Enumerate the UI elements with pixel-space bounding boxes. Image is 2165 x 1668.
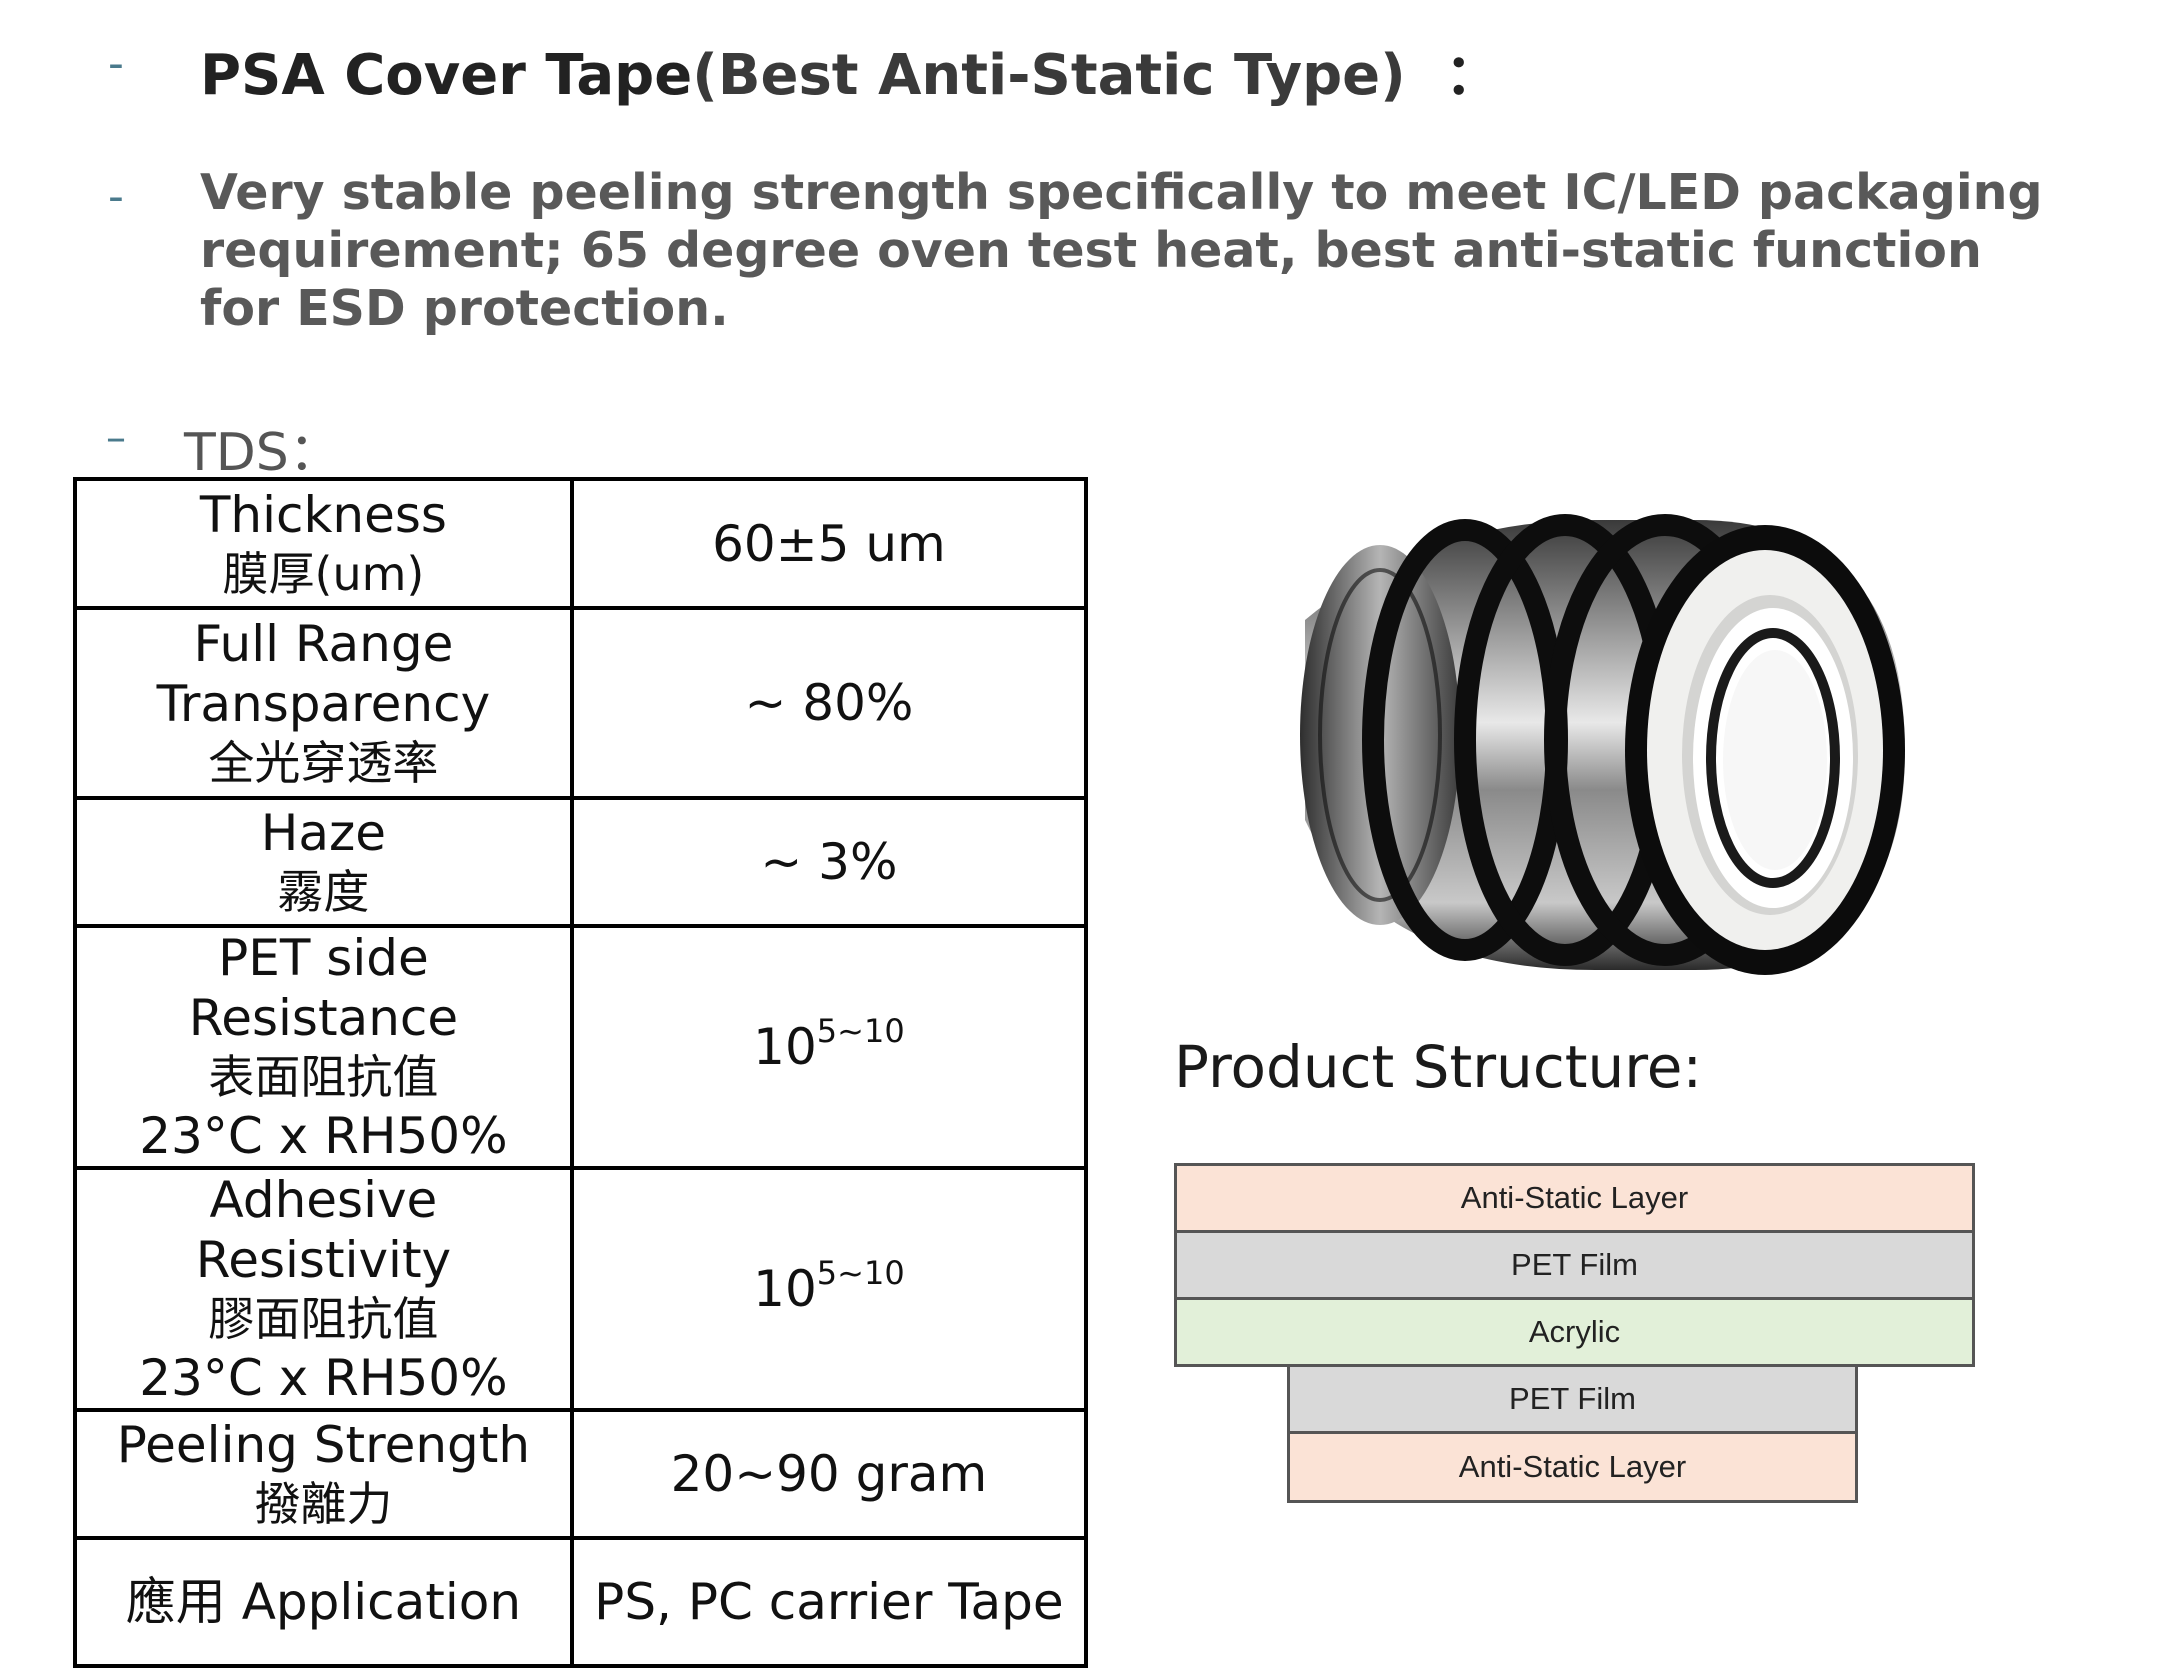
title-colon: ： bbox=[1444, 43, 1501, 108]
table-row: Peeling Strength 撥離力 20~90 gram bbox=[73, 1408, 1089, 1540]
param-cell: Peeling Strength 撥離力 bbox=[73, 1408, 574, 1540]
bullet-dash: - bbox=[108, 38, 124, 89]
param-zh: 膠面阻抗值 bbox=[208, 1292, 439, 1346]
layer-pet-film-bottom: PET Film bbox=[1287, 1364, 1858, 1434]
table-row: 應用 Application PS, PC carrier Tape bbox=[73, 1536, 1089, 1668]
table-row: Haze 霧度 ~ 3% bbox=[73, 796, 1089, 928]
layer-anti-static-bottom: Anti-Static Layer bbox=[1287, 1431, 1858, 1503]
layer-acrylic: Acrylic bbox=[1174, 1297, 1975, 1367]
table-row: Adhesive Resistivity 膠面阻抗值 23°C x RH50% … bbox=[73, 1166, 1089, 1412]
value-cell: ~ 3% bbox=[569, 796, 1089, 928]
value-cell: ~ 80% bbox=[569, 606, 1089, 800]
param-zh: 表面阻抗值 bbox=[208, 1050, 439, 1104]
param-zh: 全光穿透率 bbox=[208, 736, 439, 790]
table-row: PET side Resistance 表面阻抗值 23°C x RH50% 1… bbox=[73, 924, 1089, 1170]
description: Very stable peeling strength specificall… bbox=[200, 164, 2043, 337]
param-zh: 膜厚(um) bbox=[222, 546, 425, 601]
param-en: Thickness bbox=[199, 485, 447, 544]
value-cell: 20~90 gram bbox=[569, 1408, 1089, 1540]
value-base: 10 bbox=[753, 1018, 817, 1076]
param-en: Haze bbox=[260, 804, 387, 862]
value-cell: 60±5 um bbox=[569, 477, 1089, 610]
tds-label: TDS： bbox=[184, 423, 341, 483]
tape-rolls-image bbox=[1300, 514, 1905, 975]
value-cell: 105~10 bbox=[569, 924, 1089, 1170]
value-cell: PS, PC carrier Tape bbox=[569, 1536, 1089, 1668]
value-cell: 105~10 bbox=[569, 1166, 1089, 1412]
table-row: Thickness 膜厚(um) 60±5 um bbox=[73, 477, 1089, 610]
title-main: PSA Cover Tape bbox=[200, 43, 693, 108]
param-zh: 撥離力 bbox=[254, 1477, 393, 1531]
layer-anti-static-top: Anti-Static Layer bbox=[1174, 1163, 1975, 1233]
param-en: Peeling Strength bbox=[116, 1416, 531, 1474]
param-cell: 應用 Application bbox=[73, 1536, 574, 1668]
structure-title: Product Structure: bbox=[1174, 1033, 1703, 1101]
title-paren: (Best Anti-Static Type) bbox=[692, 43, 1406, 108]
param-cell: PET side Resistance 表面阻抗值 23°C x RH50% bbox=[73, 924, 574, 1170]
table-row: Full Range Transparency 全光穿透率 ~ 80% bbox=[73, 606, 1089, 800]
param-condition: 23°C x RH50% bbox=[139, 1107, 508, 1165]
param-cell: Full Range Transparency 全光穿透率 bbox=[73, 606, 574, 800]
tds-table: Thickness 膜厚(um) 60±5 um Full Range Tran… bbox=[73, 477, 1089, 1668]
value-exponent: 5~10 bbox=[816, 1254, 905, 1292]
param-en: PET side Resistance bbox=[188, 929, 459, 1047]
bullet-dash: - bbox=[108, 171, 124, 222]
value-exponent: 5~10 bbox=[816, 1012, 905, 1050]
param-en: Full Range Transparency bbox=[156, 615, 491, 733]
layer-pet-film-top: PET Film bbox=[1174, 1230, 1975, 1300]
bullet-dash: – bbox=[106, 415, 126, 461]
page-title: PSA Cover Tape(Best Anti-Static Type) ： bbox=[200, 30, 1501, 111]
param-condition: 23°C x RH50% bbox=[139, 1349, 508, 1407]
param-cell: Adhesive Resistivity 膠面阻抗值 23°C x RH50% bbox=[73, 1166, 574, 1412]
param-en: 應用 Application bbox=[125, 1573, 522, 1631]
param-zh: 霧度 bbox=[277, 865, 370, 919]
param-en: Adhesive Resistivity bbox=[195, 1171, 452, 1289]
param-cell: Thickness 膜厚(um) bbox=[73, 477, 574, 610]
param-cell: Haze 霧度 bbox=[73, 796, 574, 928]
value-base: 10 bbox=[753, 1260, 817, 1318]
